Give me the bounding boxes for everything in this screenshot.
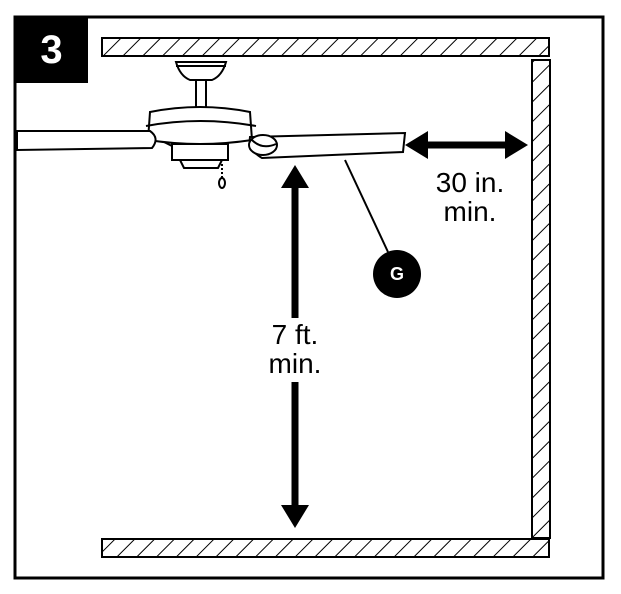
callout-leader-line [344,159,389,253]
floor-clearance-value: 7 ft. [271,319,319,350]
ceiling-fan [16,61,407,189]
wall-clearance-qualifier: min. [443,196,497,227]
floor [101,538,550,558]
floor-clearance-qualifier: min. [268,348,322,379]
floor-clearance-label: 7 ft. min. [250,320,340,378]
step-badge [15,17,88,83]
wall-clearance-value: 30 in. [435,167,505,198]
ceiling [101,37,550,57]
step-number: 3 [40,28,63,72]
outer-border [13,15,605,580]
wall-clearance-arrow [405,131,528,159]
floor-clearance-arrow [281,165,309,528]
wall-clearance-label: 30 in. min. [420,168,520,226]
wall [531,59,551,539]
callout-badge: G [373,250,421,298]
